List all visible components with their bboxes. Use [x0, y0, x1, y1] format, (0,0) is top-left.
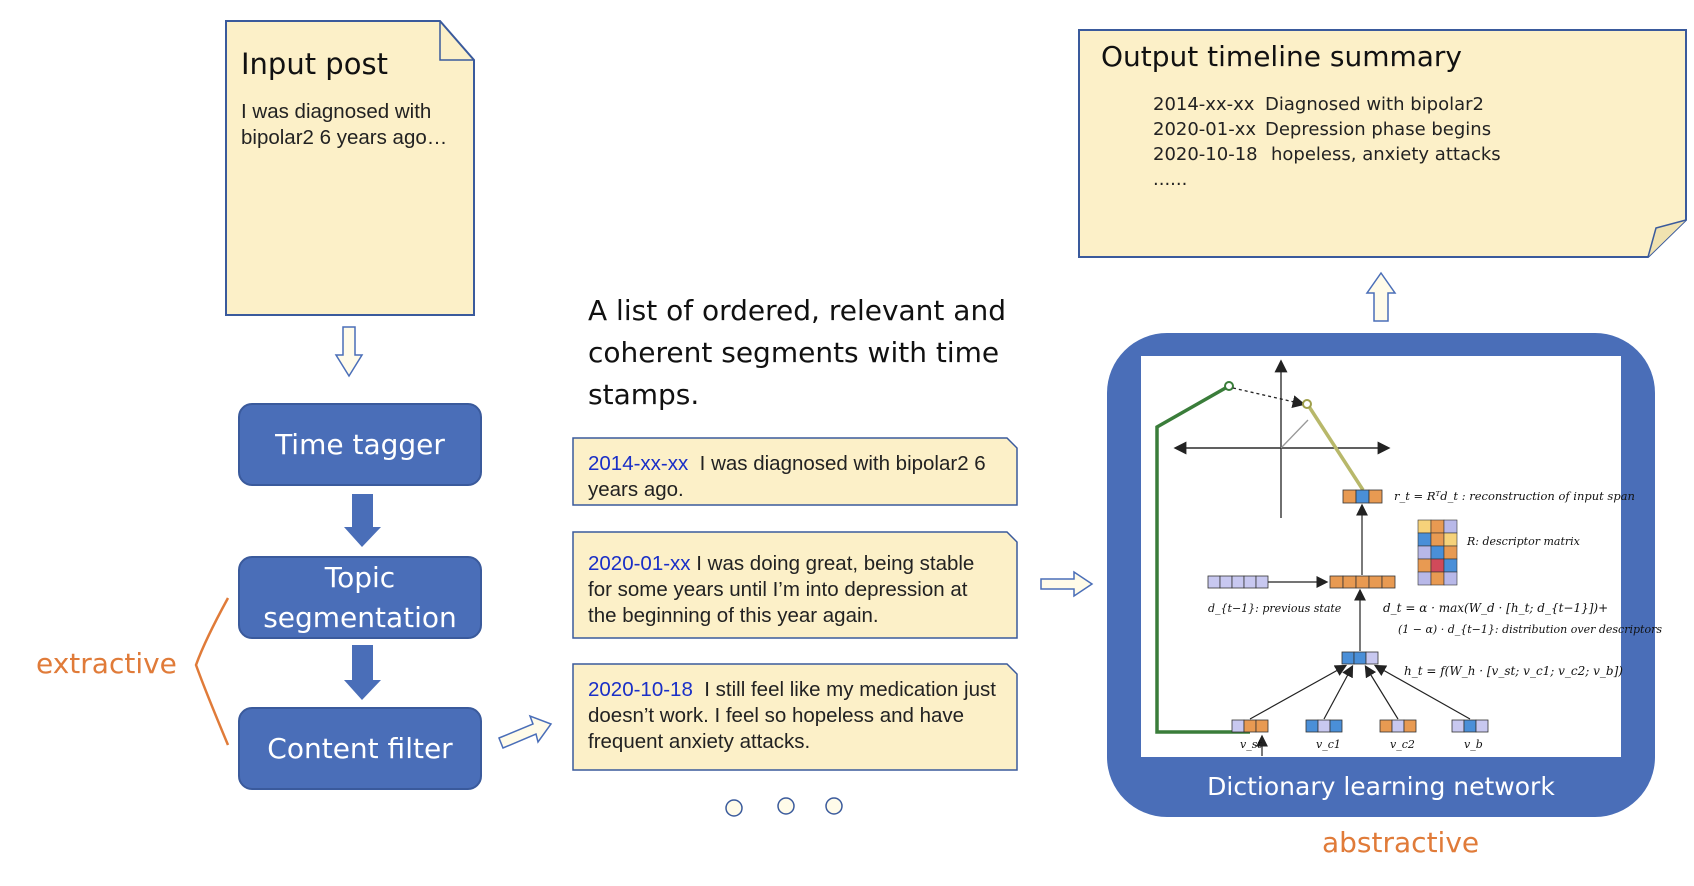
eq-d-update-2: (1 − α) · d_{t−1}: distribution over des… [1398, 623, 1662, 636]
network-label: Dictionary learning network [1207, 772, 1555, 801]
output-summary-note [1078, 29, 1687, 258]
output-summary-title: Output timeline summary [1101, 40, 1462, 73]
eq-h-update: h_t = f(W_h · [v_st; v_c1; v_c2; v_b]) [1404, 664, 1623, 678]
label-v-b: v_b [1464, 738, 1483, 751]
input-post-text: I was diagnosed with bipolar2 6 years ag… [241, 100, 448, 149]
time-tagger-stage: Time tagger [238, 403, 482, 486]
output-entry: 2014-xx-xx Diagnosed with bipolar2 [1153, 92, 1501, 117]
green-node [1224, 381, 1234, 391]
arrow-network-to-output [1365, 271, 1397, 322]
output-entry: 2020-01-xx Depression phase begins [1153, 117, 1501, 142]
segment-text: I was doing great, being stable for some… [588, 552, 975, 627]
output-event: hopeless, anxiety attacks [1271, 144, 1501, 165]
arrow-input-to-tagger [334, 326, 364, 378]
output-entry: 2020-10-18 hopeless, anxiety attacks [1153, 142, 1501, 167]
segment-note-3 [572, 663, 1018, 771]
output-date: 2020-10-18 [1153, 144, 1258, 165]
extractive-brace [194, 597, 230, 746]
segment-text: I was diagnosed with bipolar2 6 years ag… [588, 452, 986, 501]
vector-r [1342, 489, 1383, 504]
segments-caption: A list of ordered, relevant and coherent… [588, 294, 1006, 411]
segment-timestamp: 2014-xx-xx [588, 452, 689, 475]
segment-note-1 [572, 437, 1018, 506]
arrow-filter-to-segments [498, 714, 553, 749]
segment-2: 2020-01-xx I was doing great, being stab… [588, 551, 998, 629]
input-arrows [1249, 664, 1471, 756]
content-filter-stage: Content filter [238, 707, 482, 790]
segment-timestamp: 2020-10-18 [588, 678, 693, 701]
output-date: 2014-xx-xx [1153, 94, 1255, 115]
ellipsis-dot [825, 797, 843, 815]
label-v-c2: v_c2 [1390, 738, 1415, 751]
ellipsis-dot [777, 797, 795, 815]
network-axes [1173, 359, 1391, 518]
label-v-c1: v_c1 [1316, 738, 1341, 751]
arrow-tagger-to-topic [344, 494, 381, 547]
segment-3: 2020-10-18 I still feel like my medicati… [588, 677, 998, 755]
output-event: Depression phase begins [1265, 119, 1492, 140]
segment-text: I still feel like my medication just doe… [588, 678, 996, 753]
ellipsis-dot [725, 799, 743, 817]
olive-node [1302, 399, 1312, 409]
network-figure [1141, 356, 1621, 757]
eq-reconstruction: r_t = Rᵀd_t : reconstruction of input sp… [1394, 489, 1635, 503]
label-v-st: v_st [1240, 738, 1262, 751]
vector-prev-state [1207, 575, 1269, 589]
arrow-topic-to-filter [344, 645, 381, 700]
output-entries: 2014-xx-xx Diagnosed with bipolar2 2020-0… [1153, 92, 1501, 192]
arrow-segments-to-network [1040, 570, 1094, 598]
eq-previous-state: d_{t−1}: previous state [1208, 602, 1342, 615]
vector-h [1341, 651, 1379, 665]
input-post-note [225, 20, 475, 316]
olive-line [1306, 404, 1365, 491]
output-date: 2020-01-xx [1153, 119, 1257, 140]
input-post-title: Input post [241, 47, 388, 81]
segment-1: 2014-xx-xx I was diagnosed with bipolar2… [588, 451, 998, 503]
eq-d-update: d_t = α · max(W_d · [h_t; d_{t−1}])+ [1383, 601, 1608, 615]
segment-note-2 [572, 531, 1018, 639]
eq-descriptor: R: descriptor matrix [1466, 535, 1581, 548]
topic-segmentation-stage: Topic segmentation [238, 556, 482, 639]
green-feedback-line [1155, 384, 1250, 734]
extractive-label: extractive [36, 647, 177, 680]
output-event: Diagnosed with bipolar2 [1265, 94, 1484, 115]
descriptor-matrix [1417, 519, 1458, 586]
segment-timestamp: 2020-01-xx [588, 552, 691, 575]
output-ellipsis: ...... [1153, 169, 1188, 190]
vector-d [1329, 575, 1396, 589]
abstractive-label: abstractive [1322, 826, 1480, 859]
input-vectors [1231, 719, 1489, 733]
